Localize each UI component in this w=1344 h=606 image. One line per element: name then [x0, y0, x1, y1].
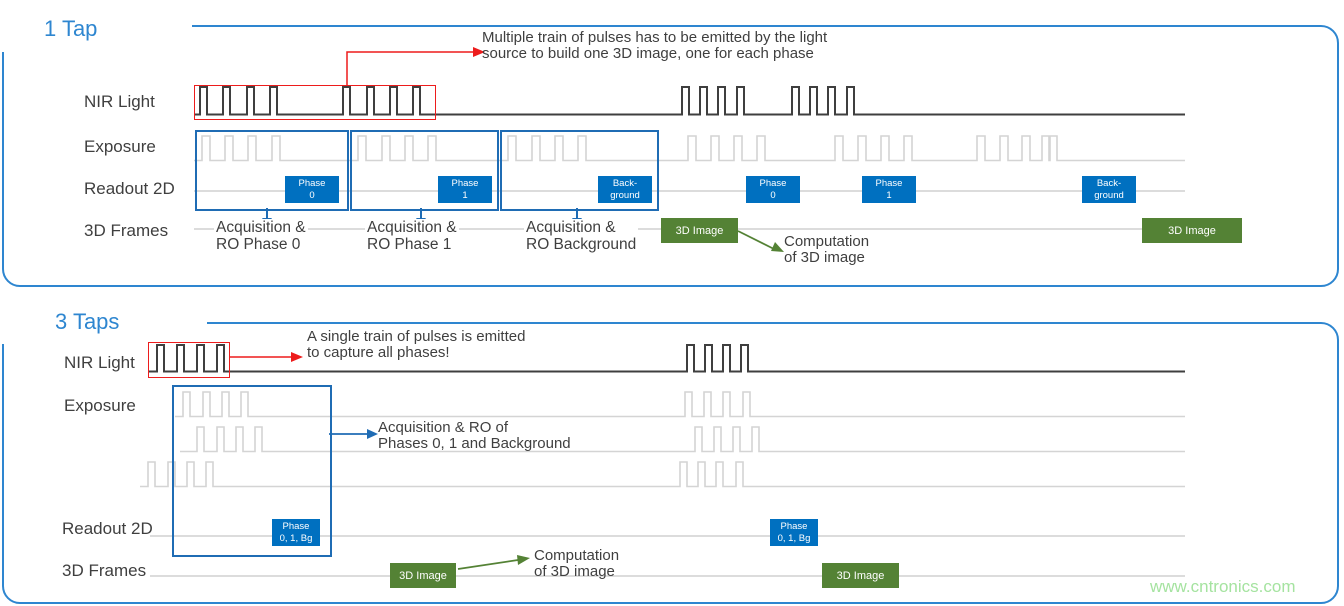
nir-pulse-train-highlight-box-3taps — [148, 342, 230, 378]
panel-3taps-title: 3 Taps — [0, 300, 207, 344]
frames-timeline-3taps — [150, 575, 1185, 577]
nir-annotation-line2-1tap: source to build one 3D image, one for ea… — [482, 45, 814, 62]
row-label-nir-light-3taps: NIR Light — [64, 353, 135, 372]
computation-note-3taps: Computation of 3D image — [534, 547, 620, 580]
nir-annotation-1tap: Multiple train of pulses has to be emitt… — [482, 30, 827, 62]
green-computation-arrow-3taps — [457, 555, 530, 570]
acquisition-box-phase1-1tap — [350, 130, 499, 211]
nir-light-waveform-3taps — [148, 344, 1185, 373]
exposure-waveform-1tap — [194, 135, 1185, 162]
row-label-3d-frames-3taps: 3D Frames — [62, 561, 147, 580]
readout-timeline-3taps — [150, 535, 1185, 537]
readout-badge-background-a-1tap: Back-ground — [598, 176, 652, 203]
green-computation-arrow-1tap — [737, 230, 784, 252]
nir-annotation-line1-1tap: Multiple train of pulses has to be emitt… — [482, 29, 828, 46]
red-elbow-arrow-1tap — [346, 47, 485, 86]
row-label-3d-frames-1tap: 3D Frames — [84, 221, 169, 240]
acq-label-phase0-1tap: Acquisition &RO Phase 0 — [214, 219, 308, 253]
3d-image-badge-b-1tap: 3D Image — [1142, 218, 1242, 243]
red-arrow-3taps — [229, 352, 303, 362]
row-label-exposure-1tap: Exposure — [84, 137, 156, 156]
watermark-text: www.cntronics.com — [1150, 577, 1296, 596]
exposure-waveform-tap3-3taps — [140, 461, 1185, 488]
exposure-waveform-tap2-3taps — [180, 426, 1185, 453]
nir-pulse-trains-highlight-box-1tap — [194, 85, 436, 120]
row-label-exposure-3taps: Exposure — [64, 396, 136, 415]
acq-label-phase1-1tap: Acquisition &RO Phase 1 — [365, 219, 459, 253]
3d-image-badge-a-3taps: 3D Image — [390, 563, 456, 588]
panel-1tap-border — [2, 25, 1339, 287]
acq-label-background-1tap: Acquisition &RO Background — [524, 219, 639, 253]
exposure-waveform-tap1-3taps — [175, 391, 1185, 418]
panel-1tap-title: 1 Tap — [0, 6, 192, 52]
panel-3taps-border — [2, 322, 1339, 604]
row-label-readout-2d-1tap: Readout 2D — [84, 179, 175, 198]
computation-note-1tap: Computation of 3D image — [784, 233, 870, 266]
readout-timeline-1tap — [194, 190, 1185, 192]
row-label-readout-2d-3taps: Readout 2D — [62, 519, 153, 538]
acquisition-box-all-phases-3taps — [172, 385, 332, 557]
nir-light-waveform-1tap — [194, 86, 1185, 116]
acquisition-box-background-1tap — [500, 130, 659, 211]
readout-badge-background-b-1tap: Back-ground — [1082, 176, 1136, 203]
row-label-nir-light-1tap: NIR Light — [84, 92, 155, 111]
nir-annotation-3taps: A single train of pulses is emitted to c… — [307, 328, 526, 361]
blue-arrow-3taps — [329, 429, 378, 439]
acq-annotation-3taps: Acquisition & RO of Phases 0, 1 and Back… — [378, 419, 571, 452]
acquisition-box-phase0-1tap — [195, 130, 349, 211]
3d-image-badge-a-1tap: 3D Image — [661, 218, 738, 243]
3d-image-badge-b-3taps: 3D Image — [822, 563, 899, 588]
